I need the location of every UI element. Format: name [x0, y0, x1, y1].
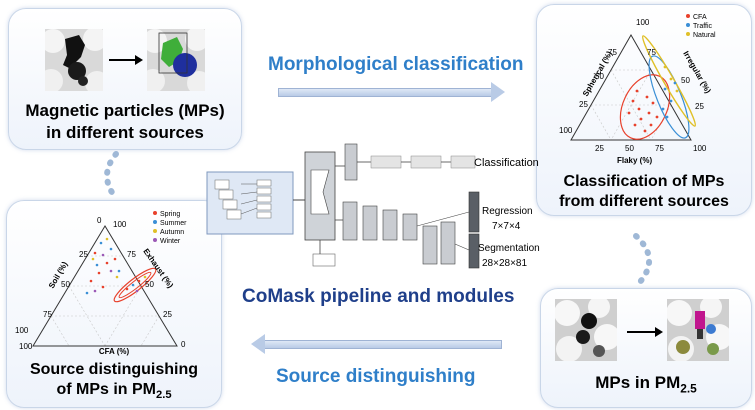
cls-feature: [344, 143, 358, 181]
mask-conv-3: [382, 209, 398, 241]
segmentation-output: [468, 233, 480, 269]
panel-source-distinguishing: 0 25 50 75 100 100 75 50 25 0 100 0 25 5…: [6, 200, 222, 408]
axis-label-irregular: Irregular (%): [681, 50, 713, 96]
panel-title-line2: from different sources: [559, 193, 729, 210]
label-classification: Classification: [474, 157, 539, 169]
regression-output: [468, 191, 480, 233]
season-ellipse-inner: [118, 271, 152, 299]
legend-autumn: Autumn: [160, 229, 184, 236]
tick-right-2: 50: [681, 76, 690, 85]
tick-bottom-0: 100: [559, 126, 573, 135]
tick-right-4: 0: [181, 340, 186, 349]
ternary-plot-sources: 0 25 50 75 100 100 75 50 25 0 100 0 25 5…: [15, 211, 187, 351]
panel-title-line1: Source distinguishing: [29, 361, 198, 378]
tick-left-2: 50: [595, 72, 604, 81]
label-regression-dims: 7×7×4: [492, 221, 521, 232]
panel-title-line2: of MPs in PM2.5: [7, 381, 221, 401]
legend-spring: Spring: [160, 211, 180, 218]
tick-right-0: 100: [113, 220, 127, 229]
panel-mps-pm25: MPs in PM2.5: [540, 288, 752, 408]
subscript-2-5: 2.5: [156, 389, 172, 402]
tick-left-3: 75: [43, 310, 52, 319]
tick-right-1: 75: [127, 250, 136, 259]
season-ellipse-outer: [113, 267, 157, 303]
mask-conv-5: [422, 225, 438, 265]
legend-natural: Natural: [693, 32, 716, 39]
pm-image-raw: [555, 299, 617, 361]
tick-bottom-3: 75: [655, 144, 664, 153]
flow-label-source: Source distinguishing: [276, 366, 476, 387]
panel-title-prefix: MPs in PM: [595, 373, 681, 392]
panel-title-line1: Classification of MPs: [563, 173, 725, 190]
curve-connector-left: [104, 151, 119, 201]
panel-title-line2: in different sources: [46, 123, 204, 142]
panel-title-line1: Magnetic particles (MPs): [25, 101, 225, 120]
mask-conv-6: [440, 221, 456, 265]
legend-summer: Summer: [160, 220, 187, 227]
arrow-right-top: [278, 82, 505, 102]
fc-layer-2: [410, 155, 442, 169]
fpn-module: [206, 171, 294, 235]
axis-label-cfa: CFA (%): [98, 347, 130, 356]
tick-left-0: 0: [97, 216, 102, 225]
cfa-ellipse: [619, 74, 671, 140]
axis-label-flaky: Flaky (%): [617, 156, 652, 165]
tick-left-1: 25: [79, 250, 88, 259]
ternary-triangle: [32, 225, 178, 347]
traffic-ellipse: [648, 55, 690, 139]
tick-bottom-1: 25: [595, 144, 604, 153]
flow-label-pipeline: CoMask pipeline and modules: [242, 286, 515, 307]
tick-left-0: 100: [636, 18, 650, 27]
mask-conv-1: [342, 201, 358, 241]
fc-layer-1: [370, 155, 402, 169]
tick-left-2: 50: [61, 280, 70, 289]
label-segmentation: Segmentation: [478, 243, 540, 254]
tick-left-3: 25: [579, 100, 588, 109]
legend-traffic: Traffic: [693, 23, 713, 30]
panel-title-line2-prefix: of MPs in PM: [56, 381, 156, 398]
legend-winter: Winter: [160, 238, 181, 245]
mask-conv-2: [362, 205, 378, 241]
tick-right-3: 25: [695, 102, 704, 111]
tick-right-2: 50: [145, 280, 154, 289]
tick-left-1: 75: [608, 48, 617, 57]
mask-conv-4: [402, 213, 418, 241]
natural-ellipse: [641, 35, 697, 127]
tick-left-4: 100: [19, 342, 33, 351]
particle-image-segmented: [147, 29, 205, 91]
flow-label-morphological: Morphological classification: [268, 54, 524, 75]
arrow-raw-to-segmented: [627, 331, 657, 333]
tick-right-3: 25: [163, 310, 172, 319]
label-segmentation-dims: 28×28×81: [482, 258, 528, 269]
subscript-2-5: 2.5: [680, 381, 697, 396]
arrow-raw-to-segmented: [109, 59, 137, 61]
tick-bottom-2: 50: [625, 144, 634, 153]
label-regression: Regression: [482, 206, 533, 217]
arrowhead: [655, 327, 663, 337]
curve-connector-right: [633, 233, 652, 285]
tick-bottom-0: 100: [15, 326, 29, 335]
ternary-plot-morphology: 100 75 50 25 75 50 25 100 25 50 75 100 S…: [559, 14, 716, 165]
tick-bottom-4: 100: [693, 144, 707, 153]
panel-title: MPs in PM2.5: [541, 373, 751, 395]
ternary-triangle: [570, 33, 692, 141]
arrow-left-bottom: [251, 334, 502, 354]
particle-image-raw: [45, 29, 103, 91]
panel-magnetic-particles: Magnetic particles (MPs) in different so…: [8, 8, 242, 150]
legend-cfa: CFA: [693, 14, 707, 21]
panel-classification: 100 75 50 25 75 50 25 100 25 50 75 100 S…: [536, 4, 752, 216]
roi-box: [312, 253, 336, 267]
tick-right-1: 75: [647, 48, 656, 57]
comask-network-diagram: [206, 143, 480, 269]
fc-layer-3: [450, 155, 476, 169]
arrowhead: [135, 55, 143, 65]
pm-image-segmented: [667, 299, 729, 361]
